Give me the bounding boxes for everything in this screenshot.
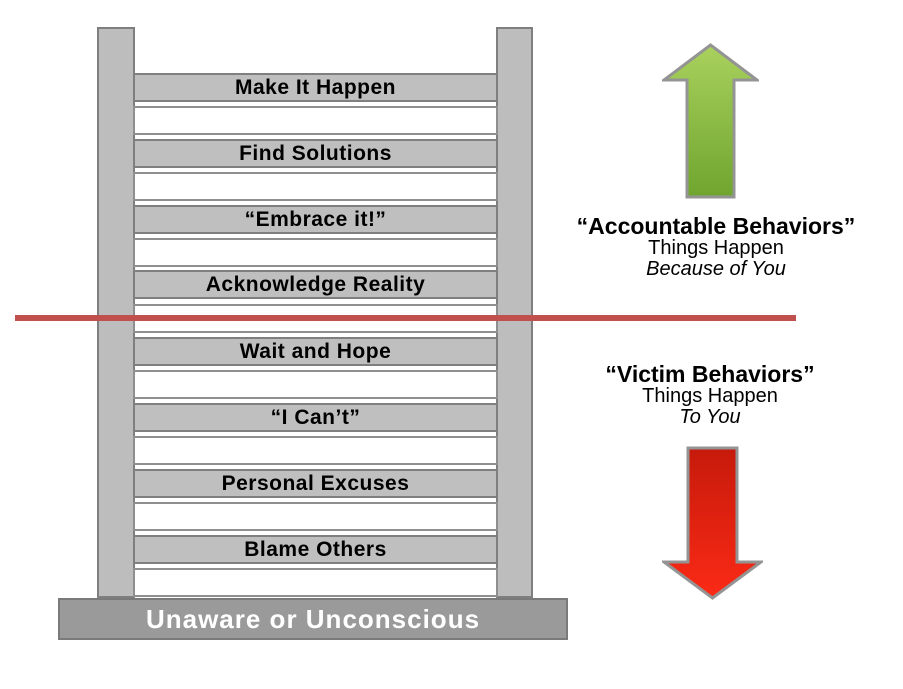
victim-heading: “Victim Behaviors” <box>605 361 815 387</box>
ladder-rung-empty <box>133 370 498 399</box>
ladder-right-rail <box>496 27 533 598</box>
victim-line1: Things Happen <box>642 385 778 407</box>
ladder-rung-empty <box>133 238 498 267</box>
down-arrow-icon <box>659 446 766 605</box>
ladder-rung-personal-excuses: Personal Excuses <box>133 469 498 498</box>
ladder-rung-empty <box>133 106 498 135</box>
ladder-rung-find-solutions: Find Solutions <box>133 139 498 168</box>
victim-behaviors-caption: “Victim Behaviors” Things Happen To You <box>530 362 890 428</box>
ladder-rung-embrace-it: “Embrace it!” <box>133 205 498 234</box>
ladder-base-label: Unaware or Unconscious <box>58 598 568 640</box>
ladder-rung-empty <box>133 568 498 597</box>
accountability-divider-line <box>15 315 796 321</box>
ladder-rung-make-it-happen: Make It Happen <box>133 73 498 102</box>
ladder-rung-empty <box>133 502 498 531</box>
ladder-rung-empty <box>133 436 498 465</box>
ladder-rung-acknowledge-reality: Acknowledge Reality <box>133 270 498 299</box>
accountable-heading: “Accountable Behaviors” <box>576 213 856 239</box>
up-arrow-icon <box>659 43 762 204</box>
accountable-line2: Because of You <box>646 258 786 280</box>
ladder-rung-empty <box>133 172 498 201</box>
ladder-rung-blame-others: Blame Others <box>133 535 498 564</box>
accountable-line1: Things Happen <box>648 237 784 259</box>
accountable-behaviors-caption: “Accountable Behaviors” Things Happen Be… <box>530 214 902 280</box>
ladder-rung-i-cant: “I Can’t” <box>133 403 498 432</box>
ladder-left-rail <box>97 27 135 598</box>
ladder-rung-wait-and-hope: Wait and Hope <box>133 337 498 366</box>
victim-line2: To You <box>679 406 741 428</box>
